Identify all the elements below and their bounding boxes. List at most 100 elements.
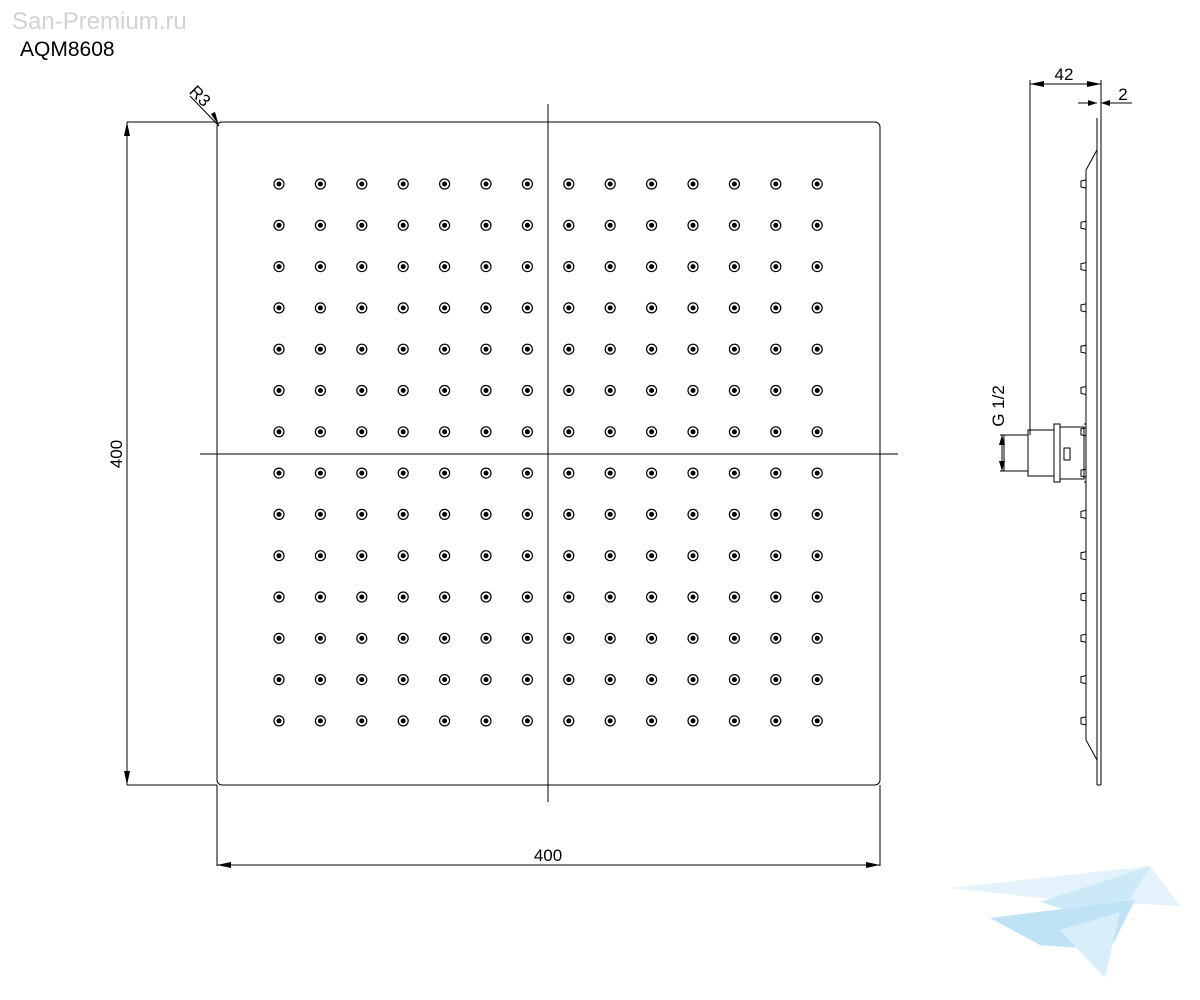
thread-label: G 1/2 (989, 385, 1008, 427)
nozzle (439, 632, 451, 644)
sail-logo-icon (950, 866, 1180, 978)
nozzle (480, 384, 492, 397)
nozzle (480, 508, 492, 521)
nozzle (521, 467, 534, 479)
nozzle (687, 550, 699, 562)
nozzle (728, 467, 741, 479)
nozzle (687, 261, 699, 273)
nozzle (728, 591, 741, 603)
nozzle (728, 343, 741, 355)
nozzle (521, 508, 534, 521)
nozzle (604, 715, 616, 727)
nozzle (811, 467, 823, 479)
nozzle (563, 384, 575, 397)
nozzle (273, 715, 285, 727)
nozzle (356, 384, 368, 397)
nozzle (728, 302, 741, 314)
nozzle (397, 178, 409, 190)
nozzle (645, 508, 658, 521)
nozzle (770, 508, 782, 521)
nozzle (687, 673, 699, 686)
nozzle (604, 178, 616, 190)
nozzle (273, 508, 285, 521)
nozzle (397, 467, 409, 479)
nozzle (770, 673, 782, 686)
nozzle (563, 219, 575, 231)
nozzle (811, 302, 823, 314)
nozzle (645, 591, 658, 603)
nozzle (439, 261, 451, 273)
nozzle (273, 632, 285, 644)
nozzle (604, 384, 616, 397)
nozzle (604, 467, 616, 479)
nozzle (439, 467, 451, 479)
nozzle (480, 591, 492, 603)
side-nozzle (1080, 716, 1087, 726)
nozzle (563, 632, 575, 644)
nozzle (356, 467, 368, 479)
nozzle (811, 508, 823, 521)
nozzle (811, 550, 823, 562)
nozzle (314, 632, 326, 644)
nozzle (439, 178, 451, 190)
nozzle (687, 715, 699, 727)
nozzle (314, 550, 326, 562)
nozzle (645, 467, 658, 479)
nozzle (604, 508, 616, 521)
nozzle (645, 632, 658, 644)
nozzle (439, 550, 451, 562)
nozzle (356, 426, 368, 438)
nozzle (563, 178, 575, 190)
nozzle (563, 591, 575, 603)
nozzle (397, 550, 409, 562)
nozzle (273, 591, 285, 603)
side-nozzle (1080, 675, 1087, 685)
nozzle (397, 591, 409, 603)
nozzle (439, 715, 451, 727)
nozzle (604, 550, 616, 562)
nozzle (439, 219, 451, 231)
nozzle (563, 261, 575, 273)
thread-dimension (999, 434, 1005, 472)
nozzle (397, 715, 409, 727)
nozzle (687, 178, 699, 190)
nozzle (645, 261, 658, 273)
nozzle (770, 178, 782, 190)
nozzle (563, 426, 575, 438)
nozzle (480, 467, 492, 479)
nozzle (480, 673, 492, 686)
nozzle (687, 426, 699, 438)
nozzle (521, 673, 534, 686)
nozzle (728, 550, 741, 562)
nozzle (273, 384, 285, 397)
nozzle (397, 632, 409, 644)
nozzle (314, 673, 326, 686)
nozzle (563, 343, 575, 355)
side-nozzle (1080, 592, 1087, 602)
side-nozzle (1080, 344, 1087, 354)
nozzle (604, 302, 616, 314)
nozzle (480, 715, 492, 727)
nozzle (480, 343, 492, 355)
nozzle (356, 343, 368, 355)
side-view (1003, 112, 1102, 786)
depth-dimension (1029, 80, 1102, 435)
nozzle (687, 467, 699, 479)
nozzle (273, 219, 285, 231)
side-nozzle (1080, 551, 1087, 561)
side-nozzle (1080, 633, 1087, 643)
nozzle (521, 632, 534, 644)
nozzle (563, 467, 575, 479)
nozzle (728, 715, 741, 727)
nozzle (356, 508, 368, 521)
nozzle (314, 178, 326, 190)
nozzle (521, 426, 534, 438)
nozzle (728, 384, 741, 397)
nozzle (645, 302, 658, 314)
radius-label: R3 (185, 82, 214, 111)
nozzle (314, 302, 326, 314)
nozzle (770, 591, 782, 603)
nozzle (480, 632, 492, 644)
width-label: 400 (534, 846, 562, 865)
nozzle (811, 384, 823, 397)
